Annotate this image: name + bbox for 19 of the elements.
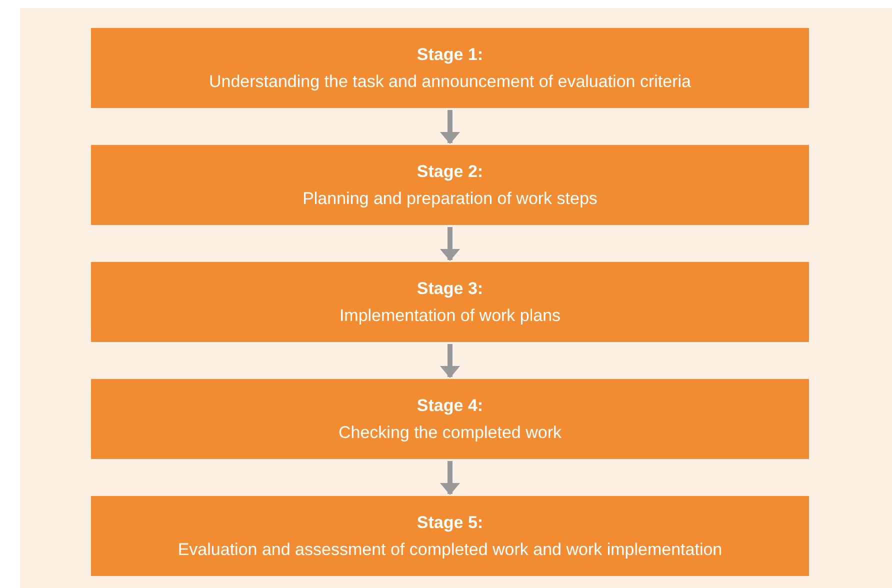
- stage-heading: Stage 2:: [416, 160, 484, 182]
- stage-heading: Stage 1:: [416, 44, 484, 65]
- stage-description: Evaluation and assessment of completed work and work implementation: [178, 539, 722, 560]
- stage-description: Understanding the task and announcement of evaluation criteria: [209, 71, 691, 92]
- stage-heading: Stage 3:: [416, 278, 484, 299]
- stage-heading: Stage 4:: [416, 394, 484, 416]
- stage-box: [91, 379, 809, 459]
- stage-box: [91, 28, 809, 108]
- stage-box: [91, 496, 809, 576]
- arrow: [440, 344, 460, 378]
- stage-description: Planning and preparation of work steps: [302, 188, 598, 210]
- arrow: [440, 461, 460, 495]
- arrow: [440, 227, 460, 261]
- stage-box: [91, 262, 809, 342]
- stage-description: Checking the completed work: [338, 422, 562, 444]
- arrow: [440, 110, 460, 144]
- stage-heading: Stage 5:: [416, 512, 484, 533]
- stage-box: [91, 145, 809, 225]
- stage-description: Implementation of work plans: [339, 305, 561, 326]
